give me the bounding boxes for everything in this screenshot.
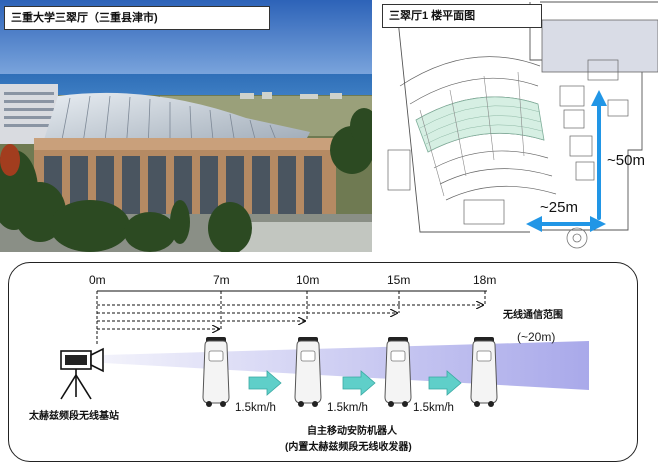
distance-label: 18m <box>473 273 497 287</box>
width-dimension-label: ~25m <box>540 199 578 216</box>
range-value: (~20m) <box>517 330 556 344</box>
floor-plan-drawing <box>380 0 658 258</box>
motion-arrow-icon <box>248 370 282 396</box>
building-photo-illustration <box>0 0 372 252</box>
robot-label: 自主移动安防机器人 <box>307 426 397 437</box>
floor-plan: 三翠厅1 楼平面图 ~50m ~25m <box>380 0 658 258</box>
distance-label: 10m <box>296 273 320 287</box>
motion-arrow-icon <box>428 370 462 396</box>
distance-label: 0m <box>89 273 106 287</box>
security-robot-icon <box>470 337 498 407</box>
security-robot-icon <box>202 337 230 407</box>
photo-title: 三重大学三翠厅（三重县津市) <box>4 6 270 30</box>
building-photo: 三重大学三翠厅（三重县津市) <box>0 0 372 252</box>
floor-plan-title: 三翠厅1 楼平面图 <box>382 4 542 28</box>
length-dimension-label: ~50m <box>607 152 645 169</box>
robot-sublabel: (内置太赫兹频段无线收发器) <box>285 442 412 453</box>
distance-label: 7m <box>213 273 230 287</box>
range-title: 无线通信范围 <box>503 310 563 321</box>
speed-label: 1.5km/h <box>327 402 368 414</box>
distance-label: 15m <box>387 273 411 287</box>
transmission-diagram: 0m 7m 10m 15m 18m 无线通信范围 (~20m) 太赫兹频段无线基… <box>8 262 638 462</box>
security-robot-icon <box>294 337 322 407</box>
security-robot-icon <box>384 337 412 407</box>
speed-label: 1.5km/h <box>413 402 454 414</box>
base-station-label: 太赫兹频段无线基站 <box>29 411 119 422</box>
speed-label: 1.5km/h <box>235 402 276 414</box>
diagram-graphics <box>60 290 589 407</box>
motion-arrow-icon <box>342 370 376 396</box>
base-station-icon <box>60 347 104 400</box>
